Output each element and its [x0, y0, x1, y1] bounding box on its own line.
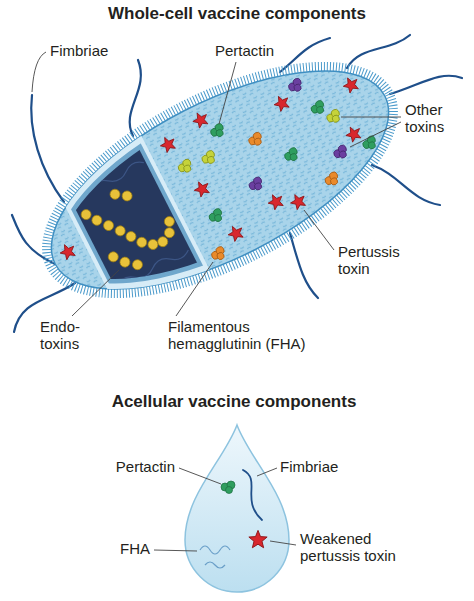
drop-outline	[185, 425, 289, 592]
part-label: Fimbriae	[50, 42, 108, 59]
leader-line	[350, 122, 401, 147]
leader-line	[304, 210, 334, 250]
part-label: Other toxins	[405, 101, 460, 136]
leader-line	[32, 52, 46, 92]
cell-interior	[53, 126, 210, 325]
other-toxin-markers	[176, 88, 343, 196]
cutaway	[45, 123, 216, 329]
leader-line	[341, 117, 401, 118]
endotoxin-beads	[77, 171, 187, 282]
section-heading: Acellular vaccine components	[0, 392, 471, 412]
fimbria	[290, 233, 318, 298]
leader-line	[257, 468, 277, 476]
part-label: Pertussis toxin	[338, 243, 418, 278]
fha-strands	[200, 546, 230, 568]
leader-line	[270, 541, 296, 545]
title: Whole-cell vaccine components	[0, 4, 474, 24]
leader-line	[179, 468, 221, 484]
part-label: Fimbriae	[280, 458, 338, 475]
other-toxin-markers	[215, 72, 350, 202]
part-label: Endo- toxins	[40, 318, 92, 353]
fimbria	[280, 38, 330, 72]
part-label: Pertactin	[116, 458, 175, 475]
cut-wall	[45, 123, 216, 329]
fimbria	[347, 35, 410, 68]
vaccine-drop	[185, 425, 289, 592]
part-label: Pertactin	[215, 42, 274, 59]
pertactin-markers	[173, 63, 379, 229]
part-label: Weakened pertussis toxin	[300, 530, 425, 565]
fimbria	[372, 165, 440, 205]
cell-body	[20, 27, 420, 334]
fimbria	[390, 76, 462, 94]
bacterium	[10, 14, 430, 347]
leader-lines	[32, 52, 401, 551]
pertussis-toxin-marker	[249, 530, 267, 547]
cut-membrane	[49, 124, 213, 326]
interior-strands	[71, 159, 190, 290]
cell-fuzz	[13, 20, 427, 340]
leader-line	[176, 262, 213, 316]
fimbria	[130, 60, 141, 136]
fimbria	[31, 95, 64, 202]
leader-line	[219, 62, 236, 124]
part-label: FHA	[120, 540, 150, 557]
part-label: Filamentous hemagglutinin (FHA)	[168, 318, 333, 353]
fha-markers	[171, 108, 348, 263]
fimbria	[243, 470, 262, 520]
leader-line	[72, 270, 119, 316]
leader-line	[154, 550, 197, 551]
pertactin-marker	[221, 481, 235, 494]
